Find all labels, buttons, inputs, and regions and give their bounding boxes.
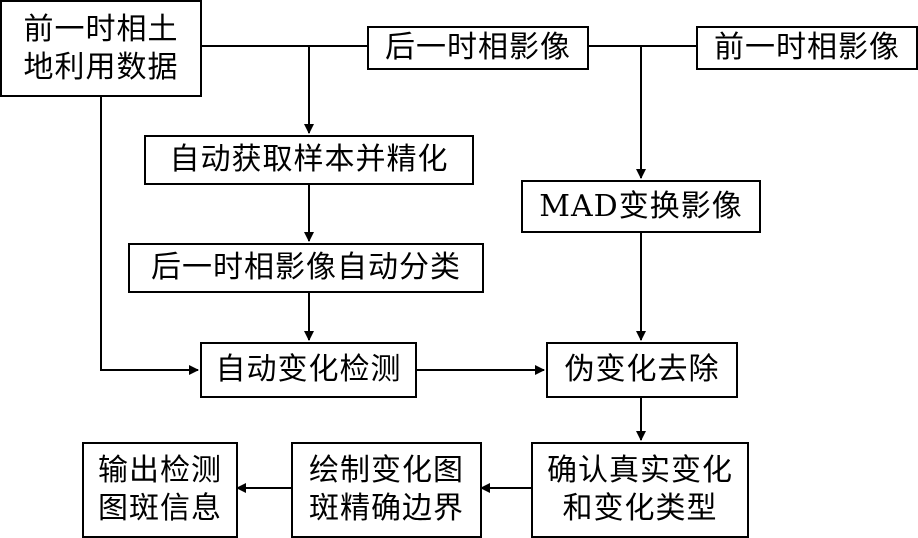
classify-box: 后一时相影像自动分类 xyxy=(128,243,484,293)
detect-label: 自动变化检测 xyxy=(215,352,402,387)
sample-box: 自动获取样本并精化 xyxy=(144,135,474,185)
confirm-label: 确认真实变化 和变化类型 xyxy=(547,453,733,526)
draw-label: 绘制变化图 斑精确边界 xyxy=(309,453,464,526)
detect-box: 自动变化检测 xyxy=(200,342,417,398)
later-image-label: 后一时相影像 xyxy=(385,30,571,65)
sample-label: 自动获取样本并精化 xyxy=(169,142,449,177)
arrow-landuse-to-detect xyxy=(100,96,199,375)
classify-label: 后一时相影像自动分类 xyxy=(151,250,461,285)
pseudo-box: 伪变化去除 xyxy=(546,342,738,398)
prev-landuse-label: 前一时相土 地利用数据 xyxy=(23,11,179,85)
mad-label: MAD变换影像 xyxy=(539,188,743,224)
prev-image-box: 前一时相影像 xyxy=(696,26,918,70)
confirm-box: 确认真实变化 和变化类型 xyxy=(531,442,749,538)
later-image-box: 后一时相影像 xyxy=(367,26,589,70)
prev-image-label: 前一时相影像 xyxy=(714,30,900,65)
mad-box: MAD变换影像 xyxy=(521,180,761,233)
output-box: 输出检测 图斑信息 xyxy=(82,442,238,538)
draw-box: 绘制变化图 斑精确边界 xyxy=(291,442,482,538)
output-label: 输出检测 图斑信息 xyxy=(98,453,222,526)
prev-landuse-box: 前一时相土 地利用数据 xyxy=(0,0,202,97)
pseudo-label: 伪变化去除 xyxy=(564,352,720,387)
